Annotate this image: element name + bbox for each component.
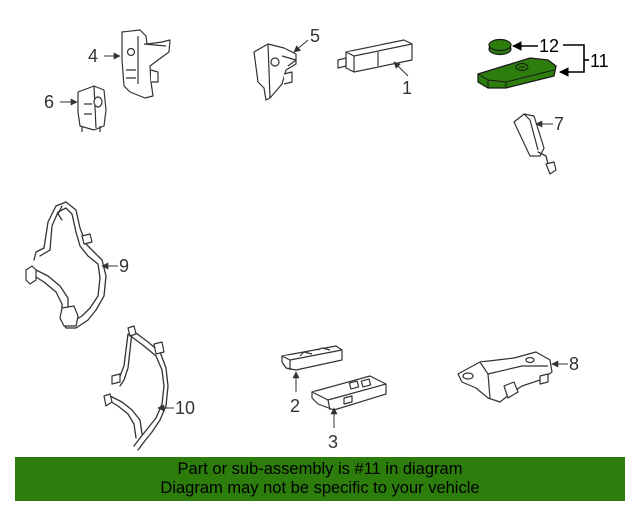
part-3-label[interactable]: 3 <box>328 432 338 452</box>
part-9-harness[interactable] <box>25 201 107 329</box>
part-2-label[interactable]: 2 <box>290 396 300 416</box>
part-6-label[interactable]: 6 <box>44 92 54 112</box>
banner-line-disclaimer: Diagram may not be specific to your vehi… <box>160 479 480 497</box>
part-6-connector[interactable] <box>77 85 107 132</box>
part-12-callout: 12 <box>512 36 559 56</box>
part-3-callout: 3 <box>328 407 338 452</box>
part-1-label[interactable]: 1 <box>402 78 412 98</box>
part-8-bracket[interactable] <box>457 351 553 403</box>
part-12-label[interactable]: 12 <box>539 36 559 56</box>
part-2-callout: 2 <box>290 371 300 416</box>
part-8-label[interactable]: 8 <box>569 354 579 374</box>
part-11-key-fob[interactable] <box>477 57 557 89</box>
part-11-label[interactable]: 11 <box>590 51 609 71</box>
part-2-bracket[interactable] <box>281 345 343 371</box>
part-6-callout: 6 <box>44 92 78 112</box>
part-1-module[interactable] <box>337 39 413 73</box>
part-3-receiver[interactable] <box>311 375 387 411</box>
part-10-label[interactable]: 10 <box>175 398 195 418</box>
banner-line-assembly: Part or sub-assembly is #11 in diagram <box>177 460 463 478</box>
part-4-callout: 4 <box>88 46 121 66</box>
info-banner: Part or sub-assembly is #11 in diagram D… <box>15 457 625 501</box>
parts-diagram: 4 6 5 1 <box>25 26 609 452</box>
part-5-label[interactable]: 5 <box>310 26 320 46</box>
part-1-callout: 1 <box>393 61 412 98</box>
part-9-label[interactable]: 9 <box>119 256 129 276</box>
part-4-label[interactable]: 4 <box>88 46 98 66</box>
part-11-callout: 11 <box>559 44 609 77</box>
part-5-bracket[interactable] <box>253 43 297 101</box>
part-10-callout: 10 <box>157 398 195 418</box>
part-5-callout: 5 <box>293 26 320 53</box>
part-4-bracket[interactable] <box>121 29 171 99</box>
part-10-harness[interactable] <box>103 325 169 451</box>
part-7-sensor[interactable] <box>513 113 557 175</box>
part-12-battery[interactable] <box>488 38 512 56</box>
part-9-callout: 9 <box>101 256 129 276</box>
part-7-callout: 7 <box>535 114 564 134</box>
part-7-label[interactable]: 7 <box>554 114 564 134</box>
part-8-callout: 8 <box>551 354 579 374</box>
